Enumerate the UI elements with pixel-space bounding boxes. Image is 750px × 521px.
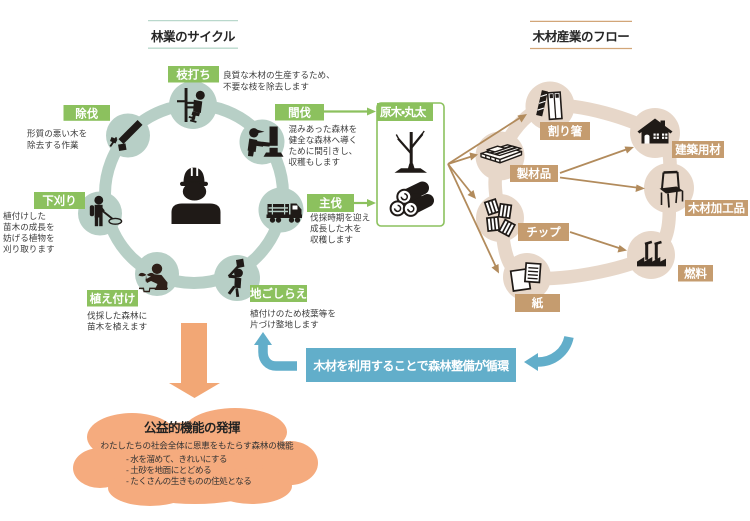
svg-text:製材品: 製材品	[516, 167, 551, 181]
svg-text:- 土砂を地面にとどめる: - 土砂を地面にとどめる	[126, 464, 211, 475]
svg-text:混みあった森林を: 混みあった森林を	[289, 123, 358, 134]
svg-text:地ごしらえ: 地ごしらえ	[250, 287, 307, 301]
svg-text:植え付け: 植え付け	[90, 292, 136, 306]
svg-text:植付けした: 植付けした	[3, 210, 46, 221]
svg-text:伐採した森林に: 伐採した森林に	[87, 310, 147, 321]
svg-text:割り箸: 割り箸	[548, 124, 583, 138]
svg-text:成長した木を: 成長した木を	[310, 223, 362, 234]
svg-text:主伐: 主伐	[319, 196, 342, 210]
svg-text:刈り取ります: 刈り取ります	[3, 243, 55, 254]
svg-text:健全な森林へ導く: 健全な森林へ導く	[289, 134, 358, 145]
svg-text:木材産業のフロー: 木材産業のフロー	[532, 29, 630, 44]
svg-text:良質な木材の生産するため、: 良質な木材の生産するため、	[223, 69, 335, 80]
svg-text:ために間引きし、: ために間引きし、	[289, 146, 358, 156]
svg-text:下刈り: 下刈り	[42, 194, 76, 208]
svg-text:不要な枝を除去します: 不要な枝を除去します	[223, 81, 309, 92]
svg-text:建築用材: 建築用材	[674, 143, 721, 157]
svg-text:公益的機能の発揮: 公益的機能の発揮	[144, 420, 241, 435]
svg-text:- 水を溜めて、きれいにする: - 水を溜めて、きれいにする	[126, 453, 227, 464]
svg-text:紙: 紙	[532, 296, 544, 310]
svg-text:片づけ整地します: 片づけ整地します	[250, 319, 319, 330]
svg-text:林業のサイクル: 林業のサイクル	[151, 29, 236, 44]
svg-text:燃料: 燃料	[683, 267, 707, 281]
svg-text:枝打ち: 枝打ち	[176, 68, 210, 82]
svg-text:苗木を植えます: 苗木を植えます	[87, 321, 147, 332]
svg-text:- たくさんの生きものの住処となる: - たくさんの生きものの住処となる	[126, 475, 251, 486]
svg-text:収穫もします: 収穫もします	[289, 156, 341, 167]
svg-text:間伐: 間伐	[288, 106, 311, 120]
svg-text:妨げる植物を: 妨げる植物を	[3, 232, 55, 243]
svg-text:植付けのため枝葉等を: 植付けのため枝葉等を	[250, 308, 336, 319]
svg-text:チップ: チップ	[526, 225, 561, 239]
svg-text:木材加工品: 木材加工品	[687, 201, 745, 215]
svg-text:わたしたちの社会全体に恩恵をもたらす森林の機能: わたしたちの社会全体に恩恵をもたらす森林の機能	[101, 440, 294, 451]
svg-text:伐採時期を迎え: 伐採時期を迎え	[310, 212, 370, 223]
svg-text:形質の悪い木を: 形質の悪い木を	[27, 128, 87, 139]
svg-text:除伐: 除伐	[75, 106, 98, 120]
svg-text:原木・丸太: 原木・丸太	[380, 105, 427, 119]
svg-text:除去する作業: 除去する作業	[27, 139, 79, 150]
svg-text:木材を利用することで森林整備が循環: 木材を利用することで森林整備が循環	[312, 358, 509, 373]
svg-text:収穫します: 収穫します	[310, 234, 353, 245]
svg-text:苗木の成長を: 苗木の成長を	[3, 221, 55, 232]
